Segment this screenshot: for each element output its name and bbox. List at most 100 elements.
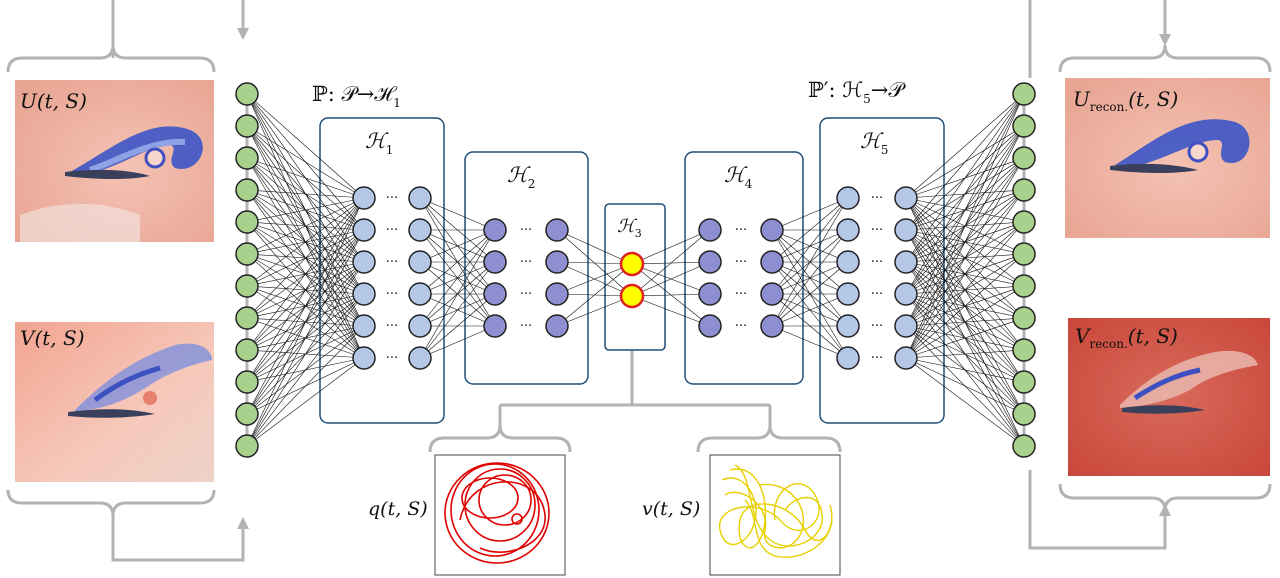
v-input-label: V(t, S): [20, 326, 85, 350]
h4-right-node: [760, 282, 784, 306]
ellipsis-glyph: ···: [386, 287, 398, 302]
v-output-panel: [1068, 318, 1270, 476]
connection-edge: [556, 263, 633, 295]
connection-edge: [419, 229, 496, 359]
connection-edge: [246, 125, 365, 199]
u-output-label: Urecon.(t, S): [1073, 87, 1178, 114]
connection-edge: [246, 229, 365, 447]
ellipsis-glyph: ···: [871, 255, 883, 270]
output-node: [1012, 210, 1036, 234]
layer-box-h3: [604, 203, 666, 351]
layer-label-h4: ℋ4: [724, 163, 753, 191]
connection-edge: [771, 197, 849, 295]
connection-edge: [905, 357, 1025, 447]
connection-edge: [771, 293, 849, 327]
network-nodes: [235, 82, 1036, 458]
ellipsis-glyph: ···: [871, 287, 883, 302]
input-node: [235, 402, 259, 426]
h2-right-node: [545, 218, 569, 242]
h5-left-node: [836, 218, 860, 242]
layer-label-h5: ℋ5: [860, 129, 888, 157]
output-node: [1012, 146, 1036, 170]
input-node: [235, 370, 259, 394]
h1-right-node: [408, 314, 432, 338]
connection-edge: [556, 261, 633, 265]
q-plot-label: q(t, S): [368, 498, 428, 520]
h2-right-node: [545, 282, 569, 306]
h4-left-node: [698, 282, 722, 306]
connection-edge: [246, 261, 365, 447]
ellipsis-glyph: ···: [735, 255, 747, 270]
connection-edge: [246, 93, 365, 199]
input-node: [235, 82, 259, 106]
output-node: [1012, 82, 1036, 106]
connection-edge: [246, 293, 365, 447]
connection-edge: [246, 357, 365, 447]
layer-label-h3: ℋ3: [617, 216, 642, 240]
connection-edge: [246, 197, 365, 383]
h2-left-node: [483, 314, 507, 338]
u-input-panel: [15, 80, 214, 242]
connection-edge: [905, 93, 1025, 327]
connection-edge: [419, 293, 496, 359]
h5-right-node: [894, 218, 918, 242]
connection-edge: [905, 253, 1025, 359]
connection-edge: [905, 93, 1025, 199]
h1-right-node: [408, 346, 432, 370]
connection-edge: [905, 93, 1025, 359]
input-node: [235, 114, 259, 138]
connection-edge: [771, 325, 849, 359]
h4-right-node: [760, 314, 784, 338]
connection-edge: [905, 357, 1025, 383]
input-node: [235, 242, 259, 266]
h5-right-node: [894, 250, 918, 274]
h1-right-node: [408, 218, 432, 242]
ellipsis-glyph: ···: [520, 255, 532, 270]
connection-edge: [556, 263, 633, 327]
ellipsis-glyph: ···: [735, 223, 747, 238]
connection-edge: [246, 197, 365, 351]
h1-right-node: [408, 250, 432, 274]
connection-edge: [631, 229, 711, 297]
h5-left-node: [836, 282, 860, 306]
connection-edge: [771, 197, 849, 231]
h4-left-node: [698, 314, 722, 338]
connection-edge: [246, 197, 365, 319]
encoder-map-label: ℙ: 𝒫→ℋ1: [312, 82, 401, 110]
connection-edge: [419, 229, 496, 263]
ellipsis-glyph: ···: [735, 287, 747, 302]
ellipsis-glyph: ···: [520, 287, 532, 302]
connection-edge: [419, 261, 496, 359]
ellipsis-glyph: ···: [386, 255, 398, 270]
h4-right-node: [760, 250, 784, 274]
connection-edge: [631, 261, 711, 297]
input-node: [235, 178, 259, 202]
output-node: [1012, 306, 1036, 330]
h5-right-node: [894, 282, 918, 306]
h5-right-node: [894, 346, 918, 370]
h4-left-node: [698, 250, 722, 274]
connection-edge: [631, 293, 711, 297]
q-trajectory-trace: [444, 462, 550, 564]
connection-edge: [905, 93, 1025, 263]
h5-left-node: [836, 250, 860, 274]
connection-edge: [905, 189, 1025, 359]
ellipsis-glyph: ···: [735, 319, 747, 334]
h5-left-node: [836, 314, 860, 338]
v-output-label: Vrecon.(t, S): [1075, 324, 1178, 351]
v-plot-label: v(t, S): [642, 498, 700, 520]
h5-right-node: [894, 186, 918, 210]
output-node: [1012, 338, 1036, 362]
connection-edge: [905, 221, 1025, 359]
h1-right-node: [408, 186, 432, 210]
h2-right-node: [545, 314, 569, 338]
connection-edge: [419, 325, 496, 359]
connection-edge: [246, 197, 365, 287]
h5-left-node: [836, 346, 860, 370]
ellipsis-glyph: ···: [386, 191, 398, 206]
connection-edge: [246, 197, 365, 255]
input-node: [235, 274, 259, 298]
connection-edge: [419, 229, 496, 327]
connection-edge: [246, 197, 365, 447]
